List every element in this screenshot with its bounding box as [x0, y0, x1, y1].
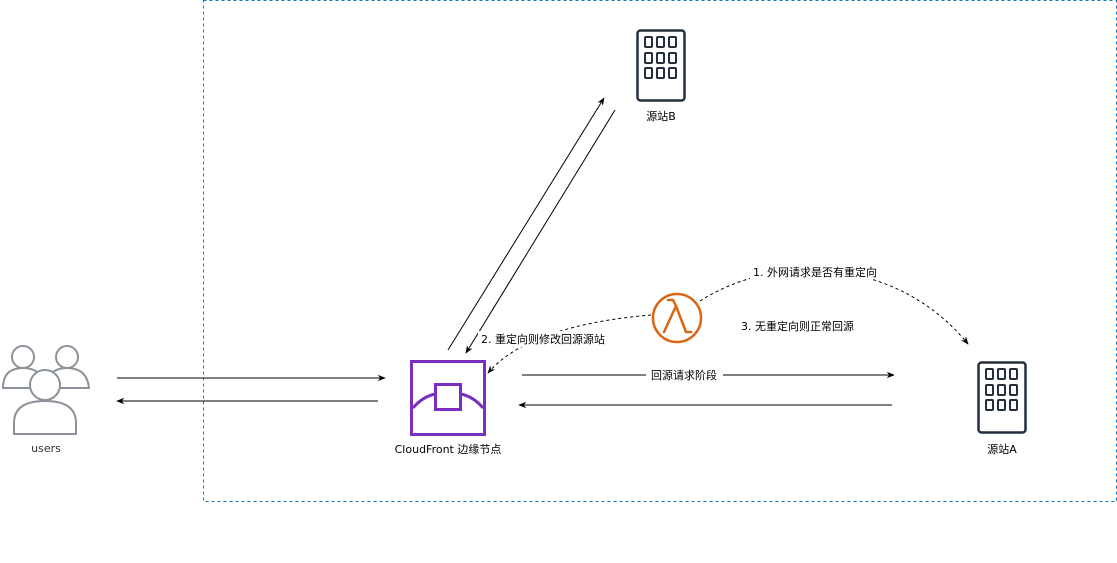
edge-lambda-to-cloudfront [487, 314, 652, 374]
step2-label-bg [478, 331, 616, 347]
edge-origin-b-to-cloudfront [465, 109, 616, 354]
step1-label-bg [750, 263, 888, 279]
origin-b-building-icon [636, 29, 686, 102]
cloudfront-edge-icon [410, 360, 486, 436]
edge-cloudfront-to-origin-b [447, 97, 605, 351]
origin-a-label: 源站A [987, 442, 1017, 456]
step3-label: 3. 无重定向则正常回源 [741, 319, 854, 333]
step2-label: 2. 重定向则修改回源源站 [481, 332, 605, 346]
users-label: users [31, 442, 61, 455]
origin-a-building-icon [977, 361, 1027, 434]
users-icon [1, 345, 91, 435]
origin-b-label: 源站B [646, 109, 676, 123]
cloudfront-label: CloudFront 边缘节点 [395, 443, 502, 456]
origin-fetch-label: 回源请求阶段 [651, 368, 717, 382]
edge-region-boundary [203, 0, 1117, 502]
step1-label: 1. 外网请求是否有重定向 [753, 265, 877, 279]
lambda-icon [651, 292, 703, 344]
origin-fetch-label-bg [646, 367, 723, 382]
